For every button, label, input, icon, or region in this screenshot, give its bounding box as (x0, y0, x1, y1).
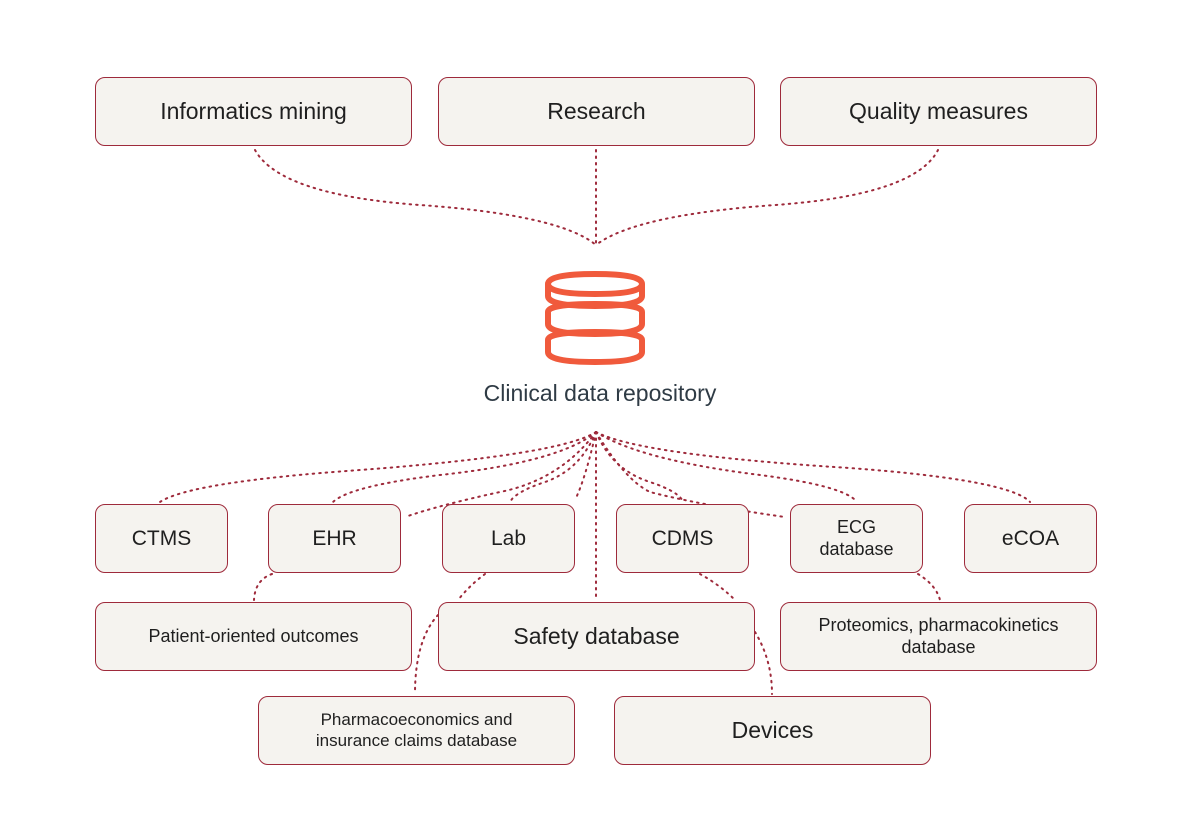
connector-lab-safety (457, 573, 486, 601)
ecoa-node: eCOA (964, 504, 1097, 573)
connector-cdms (595, 431, 684, 503)
connector-informatics (254, 149, 597, 246)
lab-label: Lab (490, 526, 527, 550)
ecg-database-label: ECG database (819, 516, 894, 559)
quality-measures-label: Quality measures (849, 97, 1028, 124)
repository-label: Clinical data repository (483, 380, 717, 406)
ctms-label: CTMS (131, 526, 192, 550)
ecg-database-node: ECG database (790, 504, 923, 573)
patient-outcomes-label: Patient-oriented outcomes (148, 625, 359, 646)
connector-safety-devices (754, 631, 773, 695)
connector-quality (595, 149, 939, 246)
connector-cdms-side (595, 431, 786, 518)
connector-ctms (159, 431, 597, 503)
connector-ehr-side (404, 431, 597, 518)
devices-label: Devices (731, 716, 814, 743)
devices-node: Devices (614, 696, 931, 765)
quality-measures-node: Quality measures (780, 77, 1097, 146)
proteomics-label: Proteomics, pharmacokinetics database (818, 614, 1059, 657)
connector-ecg (595, 431, 858, 503)
research-label: Research (547, 97, 646, 124)
ecoa-label: eCOA (1001, 526, 1060, 550)
proteomics-node: Proteomics, pharmacokinetics database (780, 602, 1097, 671)
connector-ecg-proteomics (917, 573, 941, 601)
lab-node: Lab (442, 504, 575, 573)
connector-lab-side (574, 431, 597, 501)
connector-ecoa (595, 431, 1031, 503)
ehr-label: EHR (312, 526, 357, 550)
database-icon (545, 271, 645, 365)
connector-cdms-safety (699, 573, 736, 601)
informatics-mining-node: Informatics mining (95, 77, 412, 146)
safety-database-node: Safety database (438, 602, 755, 671)
safety-database-label: Safety database (513, 622, 680, 649)
cdms-node: CDMS (616, 504, 749, 573)
pharmacoeconomics-node: Pharmacoeconomics and insurance claims d… (258, 696, 575, 765)
connector-ehr (332, 431, 597, 503)
pharmacoeconomics-label: Pharmacoeconomics and insurance claims d… (315, 710, 518, 750)
connector-safety-pharmaco (414, 614, 439, 695)
informatics-mining-label: Informatics mining (160, 97, 347, 124)
research-node: Research (438, 77, 755, 146)
connector-ehr-patient (253, 573, 273, 601)
connector-lab (509, 431, 597, 503)
ctms-node: CTMS (95, 504, 228, 573)
cdms-label: CDMS (651, 526, 714, 550)
patient-outcomes-node: Patient-oriented outcomes (95, 602, 412, 671)
ehr-node: EHR (268, 504, 401, 573)
